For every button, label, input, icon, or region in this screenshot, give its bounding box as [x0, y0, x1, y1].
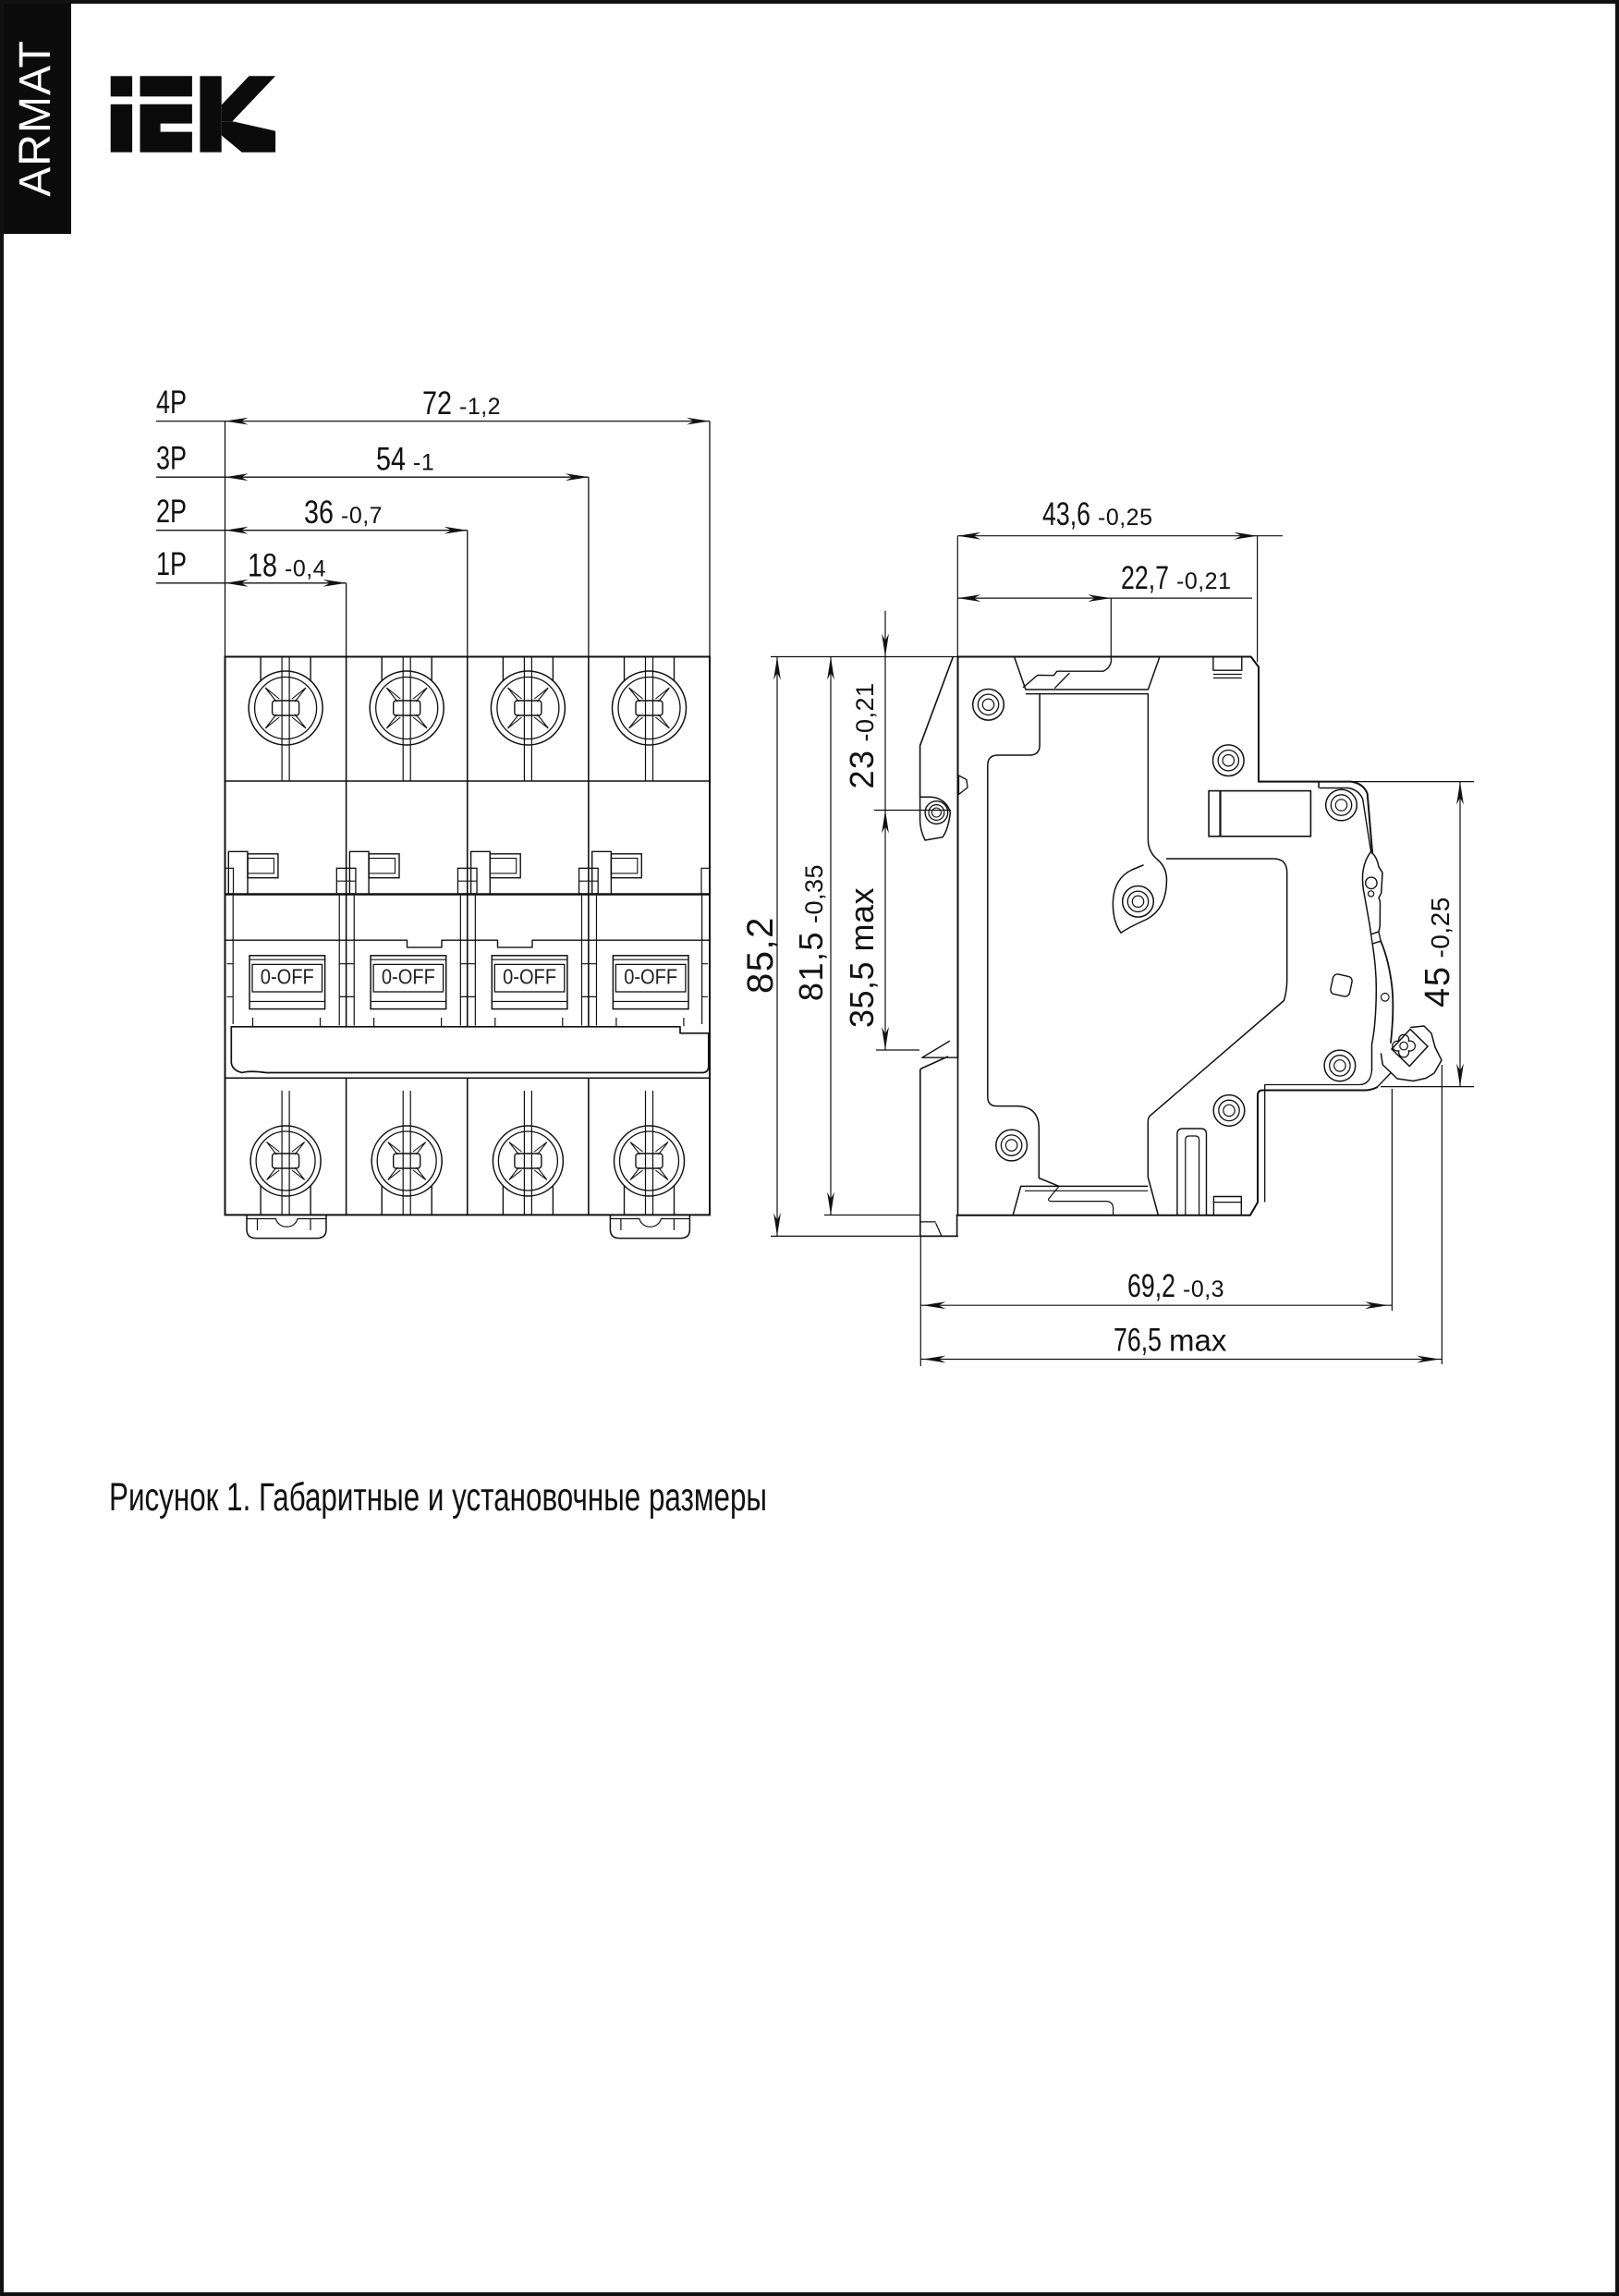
svg-text:69,2: 69,2	[1127, 1268, 1175, 1304]
svg-text:-1,2: -1,2	[459, 394, 501, 420]
svg-text:ARMAT: ARMAT	[11, 40, 60, 196]
svg-text:1P: 1P	[156, 546, 187, 582]
svg-text:-0,21: -0,21	[1176, 568, 1231, 594]
svg-text:2P: 2P	[156, 494, 187, 530]
svg-text:-0,7: -0,7	[341, 503, 383, 529]
svg-text:-1: -1	[413, 450, 434, 476]
svg-text:45-0,25: 45-0,25	[1418, 897, 1457, 1008]
svg-text:18: 18	[248, 547, 277, 583]
svg-text:23-0,21: 23-0,21	[843, 682, 881, 788]
svg-text:Рисунок 1. Габаритные и устано: Рисунок 1. Габаритные и установочные раз…	[109, 1475, 767, 1520]
svg-text:max: max	[1169, 1324, 1227, 1358]
svg-text:35,5 max: 35,5 max	[843, 887, 881, 1028]
svg-text:81,5-0,35: 81,5-0,35	[792, 864, 830, 1001]
svg-text:3P: 3P	[156, 440, 187, 476]
svg-text:72: 72	[422, 385, 452, 421]
svg-text:-0,4: -0,4	[285, 556, 326, 581]
svg-text:4P: 4P	[156, 385, 187, 421]
svg-text:85,2: 85,2	[740, 916, 781, 994]
svg-text:43,6: 43,6	[1042, 496, 1090, 532]
svg-text:36: 36	[304, 495, 334, 531]
svg-text:22,7: 22,7	[1121, 560, 1169, 596]
svg-text:76,5: 76,5	[1114, 1323, 1162, 1359]
svg-text:-0,25: -0,25	[1098, 505, 1152, 531]
svg-text:-0,3: -0,3	[1183, 1276, 1224, 1302]
svg-text:54: 54	[376, 442, 406, 478]
